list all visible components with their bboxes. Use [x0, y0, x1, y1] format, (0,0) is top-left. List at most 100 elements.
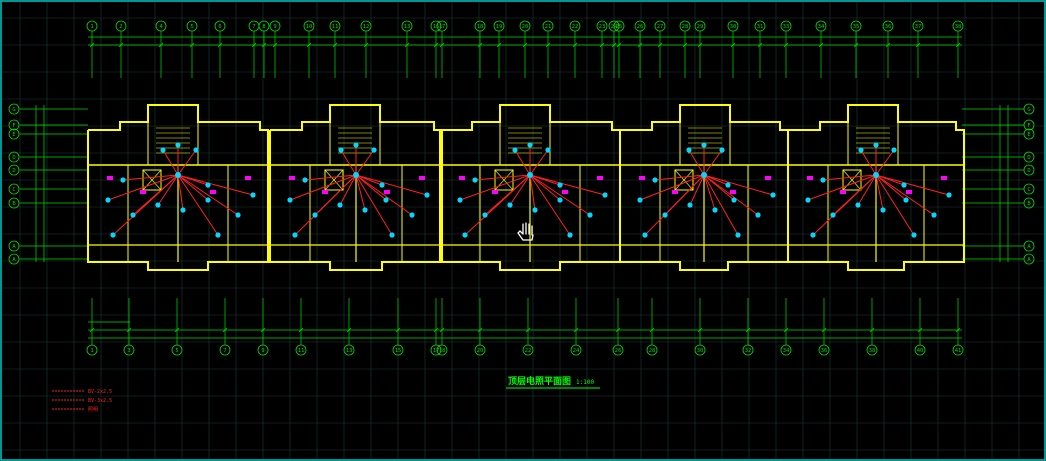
dim-tick [611, 42, 617, 48]
axis-bubble [493, 20, 505, 32]
dim-tick [869, 327, 875, 333]
axis-bubble [780, 20, 792, 32]
axis-label: 13 [404, 24, 411, 30]
wire-run [289, 174, 357, 201]
axis-bubble [436, 344, 448, 356]
axis-bubble [727, 20, 739, 32]
light-fixture [735, 232, 741, 238]
axis-bubble [952, 20, 964, 32]
light-fixture [946, 192, 952, 198]
axis-label: 11 [332, 24, 339, 30]
light-fixture [701, 142, 707, 148]
wire-run [177, 174, 184, 211]
dim-tick [363, 42, 369, 48]
elevator-box [142, 169, 162, 191]
axis-bubble [694, 20, 706, 32]
dim-tick [261, 42, 267, 48]
dim-tick [118, 42, 124, 48]
light-fixture [457, 197, 463, 203]
light-fixture [557, 197, 563, 203]
wire-run [529, 149, 549, 176]
dim-tick [637, 42, 643, 48]
axis-bubble [679, 20, 691, 32]
dim-tick [955, 42, 961, 48]
light-fixture [193, 147, 199, 153]
axis-bubble [86, 344, 98, 356]
socket-outlet [289, 176, 295, 180]
wire-run [177, 174, 219, 236]
dim-tick [697, 42, 703, 48]
axis-label: A [1027, 244, 1031, 250]
axis-label: 25 [616, 24, 623, 30]
axis-label: 21 [545, 24, 552, 30]
legend-label-2: BV-3x2.5 [88, 398, 112, 404]
dim-tick [821, 327, 827, 333]
axis-bubble [8, 103, 20, 115]
light-fixture [383, 197, 389, 203]
light-fixture [462, 232, 468, 238]
wire-run [644, 174, 705, 236]
dim-tick [745, 327, 751, 333]
wire-run [688, 149, 705, 176]
unit-outline [619, 104, 789, 271]
wire-run [529, 174, 536, 211]
axis-label: 22 [572, 24, 579, 30]
dim-tick [89, 42, 95, 48]
axis-label: 5 [190, 24, 193, 30]
light-fixture [557, 182, 563, 188]
wire-run [177, 149, 197, 176]
socket-outlet [140, 190, 146, 194]
axis-label: 20 [522, 24, 529, 30]
light-fixture [662, 212, 668, 218]
axis-bubble [882, 20, 894, 32]
light-fixture [527, 142, 533, 148]
axis-bubble [754, 20, 766, 32]
dim-tick [853, 42, 859, 48]
socket-outlet [840, 190, 846, 194]
axis-bubble [522, 344, 534, 356]
dim-tick [682, 42, 688, 48]
axis-label: 15 [395, 348, 402, 354]
socket-outlet [639, 176, 645, 180]
light-fixture [642, 232, 648, 238]
axis-label: D [1027, 155, 1030, 161]
axis-bubble [8, 197, 20, 209]
light-fixture [353, 142, 359, 148]
light-fixture [567, 232, 573, 238]
axis-label: 26 [615, 348, 622, 354]
dim-tick [89, 327, 95, 333]
axis-label: 34 [783, 348, 790, 354]
axis-label: 8 [262, 24, 265, 30]
dim-tick [251, 42, 257, 48]
light-fixture [731, 197, 737, 203]
light-fixture [337, 202, 343, 208]
dim-tick [915, 42, 921, 48]
wire-run [122, 174, 179, 181]
light-fixture [873, 142, 879, 148]
axis-bubble [646, 344, 658, 356]
axis-label: 34 [818, 24, 825, 30]
axis-label: 1 [90, 24, 93, 30]
dim-tick [522, 42, 528, 48]
axis-bubble [8, 119, 20, 131]
axis-label: 17 [433, 348, 440, 354]
wire-run [509, 174, 531, 206]
axis-bubble [436, 20, 448, 32]
socket-outlet [492, 190, 498, 194]
light-fixture [110, 232, 116, 238]
wire-run [703, 174, 729, 186]
drawing-title: 顶层电照平面图 [508, 375, 571, 387]
light-fixture [637, 197, 643, 203]
light-fixture [532, 207, 538, 213]
axis-label: E [1027, 132, 1030, 138]
dim-tick [477, 42, 483, 48]
wire-run [703, 174, 759, 216]
axis-bubble [219, 344, 231, 356]
axis-bubble [1023, 197, 1035, 209]
light-fixture [725, 182, 731, 188]
building-walls [87, 104, 965, 271]
axis-label: 26 [637, 24, 644, 30]
